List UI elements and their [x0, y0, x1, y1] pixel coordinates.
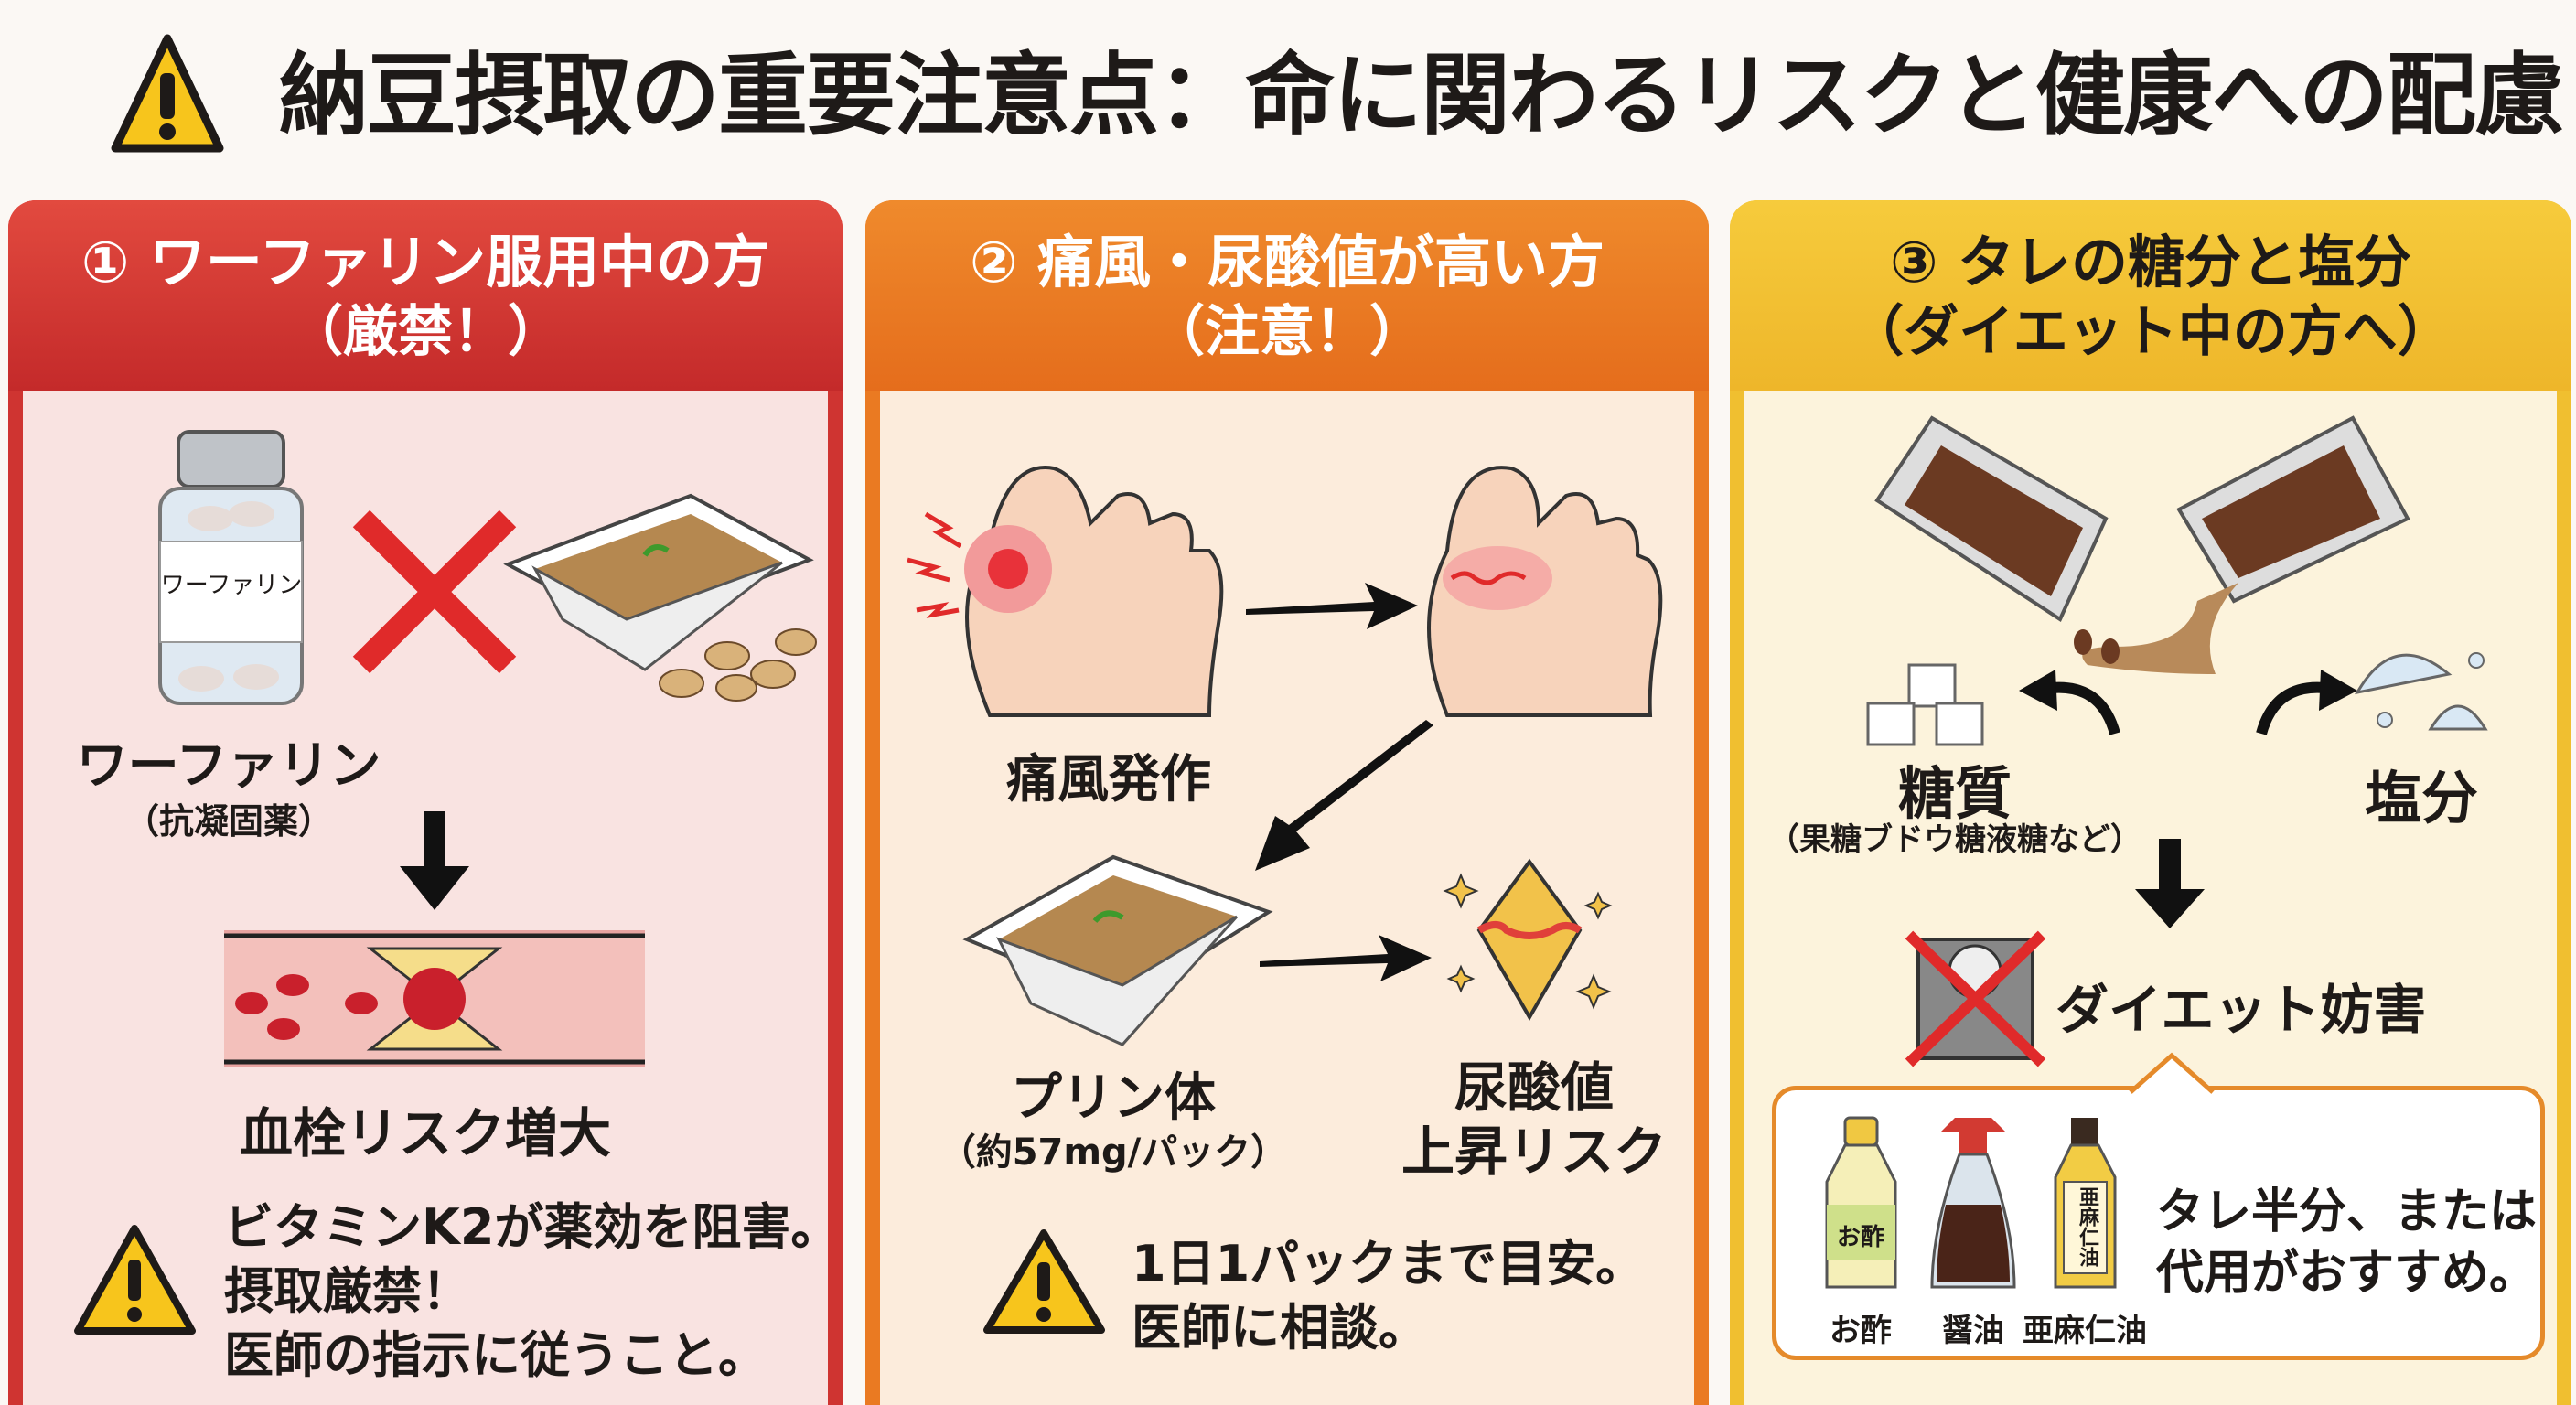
- bottle-label: 醤油: [1942, 1313, 2004, 1349]
- warning-line: 医師に相談。: [1132, 1299, 1428, 1357]
- panel-gout: ② 痛風・尿酸値が高い方 （注意！） 痛風発作: [865, 200, 1709, 1405]
- linseed-oil-bottle-icon: [2054, 1118, 2117, 1289]
- warning-icon: [983, 1229, 1105, 1334]
- salt-label: 塩分: [2364, 765, 2479, 831]
- result-label: 血栓リスク増大: [239, 1102, 612, 1164]
- bottle-label: 亜麻仁油: [2023, 1313, 2147, 1349]
- sugar-label: 糖質: [1897, 760, 2012, 827]
- purine-sublabel: （約57mg/パック）: [939, 1132, 1288, 1174]
- bottle-tag: 亜麻仁油: [2076, 1186, 2098, 1267]
- panel-subheading: （注意！）: [1150, 300, 1424, 364]
- uric-acid-label: 尿酸値: [1454, 1056, 1615, 1119]
- arrow-down-icon: [2135, 839, 2205, 928]
- warning-icon: [111, 34, 224, 153]
- panel-heading: ① ワーファリン服用中の方: [80, 229, 770, 295]
- panel-subheading: （ダイエット中の方へ）: [1849, 300, 2453, 364]
- salt-pile-icon: [2355, 652, 2488, 731]
- gout-attack-label: 痛風発作: [1006, 750, 1211, 810]
- natto-tray-icon: [962, 854, 1273, 1046]
- arrow-right-icon: [1246, 583, 1418, 629]
- advice-line: 代用がおすすめ。: [2156, 1246, 2538, 1301]
- diet-obstruction-label: ダイエット妨害: [2055, 979, 2427, 1041]
- warning-line: 1日1パックまで目安。: [1132, 1235, 1646, 1292]
- arrow-right-icon: [1260, 935, 1432, 981]
- gout-foot-icon: [907, 466, 1224, 717]
- sauce-packet-icon: [1874, 415, 2410, 674]
- purine-label: プリン体: [1011, 1068, 1216, 1128]
- medicine-bottle-icon: [158, 430, 304, 705]
- drug-sublabel: （抗凝固薬）: [123, 801, 334, 842]
- bottle-tag: お酢: [1836, 1224, 1885, 1251]
- arrow-curved-left-icon: [2019, 670, 2120, 735]
- blood-vessel-clot-icon: [224, 930, 645, 1067]
- bottle-label: お酢: [1830, 1313, 1892, 1349]
- drug-label: ワーファリン: [76, 736, 381, 796]
- sugar-sublabel: （果糖ブドウ糖液糖など）: [1768, 821, 2141, 858]
- crossed-scale-icon: [1905, 930, 2046, 1067]
- warning-line: 医師の指示に従うこと。: [224, 1326, 767, 1384]
- panel-header: ③ タレの糖分と塩分 （ダイエット中の方へ）: [1730, 200, 2571, 391]
- warning-icon: [74, 1225, 196, 1335]
- warning-line: ビタミンK2が薬効を阻害。: [224, 1198, 841, 1256]
- vinegar-bottle-icon: [1825, 1116, 1897, 1289]
- prohibited-x-icon: [352, 509, 517, 674]
- panel-subheading: （厳禁！）: [288, 300, 563, 364]
- warning-line: 摂取厳禁！: [224, 1262, 471, 1320]
- panel-heading: ③ タレの糖分と塩分: [1889, 229, 2412, 295]
- advice-line: タレ半分、または: [2156, 1185, 2538, 1239]
- arrow-down-icon: [400, 811, 469, 910]
- soy-sauce-bottle-icon: [1930, 1118, 2016, 1289]
- arrow-curved-right-icon: [2256, 670, 2357, 735]
- uric-acid-crystal-icon: [1443, 858, 1613, 1021]
- panel-warfarin: ① ワーファリン服用中の方 （厳禁！） ワーファリン ワーファリン （抗凝固薬）: [8, 200, 843, 1405]
- uric-acid-risk-label: 上昇リスク: [1401, 1121, 1668, 1183]
- panel-heading: ② 痛風・尿酸値が高い方: [969, 229, 1605, 295]
- panel-sauce: ③ タレの糖分と塩分 （ダイエット中の方へ） 糖質 （果糖ブドウ糖液糖など） 塩…: [1730, 200, 2571, 1405]
- panel-header: ① ワーファリン服用中の方 （厳禁！）: [8, 200, 843, 391]
- arrow-diagonal-icon: [1255, 720, 1433, 871]
- inflamed-joint-foot-icon: [1427, 466, 1663, 717]
- bubble-pointer: [2129, 1052, 2215, 1094]
- natto-tray-icon: [503, 493, 817, 702]
- panel-header: ② 痛風・尿酸値が高い方 （注意！）: [865, 200, 1709, 391]
- sugar-cubes-icon: [1866, 663, 1984, 746]
- bottle-label: ワーファリン: [160, 572, 303, 599]
- page-title: 納豆摂取の重要注意点：命に関わるリスクと健康への配慮: [279, 44, 2564, 148]
